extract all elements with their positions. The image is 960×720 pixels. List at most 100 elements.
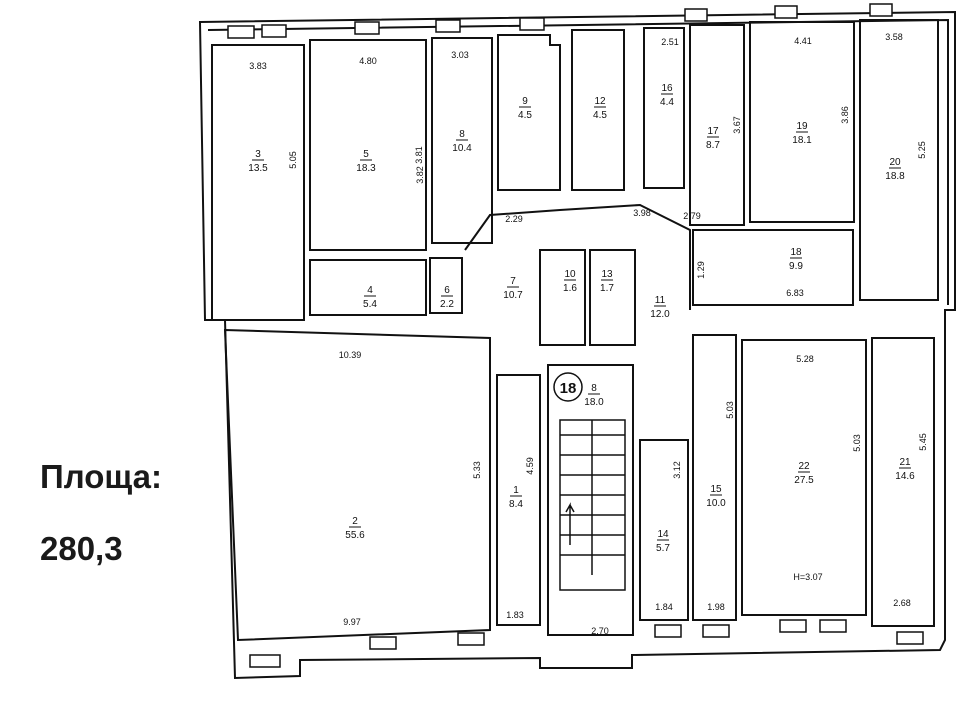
room-area: 18.1 (792, 135, 812, 146)
room-area: 18.8 (885, 171, 905, 182)
room-number: 22 (798, 461, 810, 472)
dimension-label: 6.83 (786, 288, 804, 298)
room-number: 17 (707, 126, 719, 137)
dimension-label: 3.98 (633, 208, 651, 218)
dimension-label: 5.33 (472, 461, 482, 479)
room-label-r12: 124.5 (593, 96, 607, 121)
room-area: 10.7 (503, 290, 523, 301)
room-number: 6 (444, 285, 450, 296)
room-number: 11 (655, 295, 666, 306)
room-area: 14.6 (895, 471, 915, 482)
room-area: 5.4 (363, 299, 377, 310)
room-label-r21: 21 14.6 (895, 457, 915, 482)
stair-marker-label: 18 (560, 380, 577, 397)
room-number: 9 (522, 96, 528, 107)
room-label-r9: 94.5 (518, 96, 532, 121)
room-label-r4: 45.4 (363, 285, 377, 310)
room-number: 20 (889, 157, 901, 168)
room-area: 27.5 (794, 475, 814, 486)
room-number: 1 (513, 485, 519, 496)
room-area: 1.7 (600, 283, 614, 294)
dimension-label: 5.25 (917, 141, 927, 159)
dimension-label: 3.03 (451, 50, 469, 60)
room-number: 10 (564, 269, 576, 280)
dimension-label: 3.86 (840, 106, 850, 124)
dimension-label: 3.83 (249, 61, 267, 71)
room-number: 3 (255, 149, 261, 160)
room-label-r14: 145.7 (656, 529, 670, 554)
room-label-r17: 178.7 (706, 126, 720, 151)
dimension-label: 2.68 (893, 598, 911, 608)
room-number: 7 (510, 276, 516, 287)
room-label-r5: 518.3 (356, 149, 376, 174)
room-number: 2 (352, 516, 358, 527)
room-area: 9.9 (789, 261, 803, 272)
dimension-label: 2.79 (683, 211, 701, 221)
room-number: 8 (459, 129, 465, 140)
room-area: 8.7 (706, 140, 720, 151)
room-label-r6: 62.2 (440, 285, 454, 310)
area-title: Площа: (40, 458, 162, 495)
dimension-label: 3.12 (672, 461, 682, 479)
dimension-label: 1.83 (506, 610, 524, 620)
room-area: 8.4 (509, 499, 523, 510)
room-area: 5.7 (656, 543, 670, 554)
dimension-label: 5.05 (288, 151, 298, 169)
room-label-r18: 189.9 (789, 247, 803, 272)
dimension-label: 4.80 (359, 56, 377, 66)
room-number: 14 (657, 529, 669, 540)
room-area: 12.0 (650, 309, 670, 320)
room-area: 4.5 (518, 110, 532, 121)
room-label-r11: 11 12.0 (650, 295, 670, 320)
room-label-r16: 164.4 (660, 83, 674, 108)
room-number: 13 (601, 269, 613, 280)
room-area: 10.4 (452, 143, 472, 154)
dimension-label: 5.03 (725, 401, 735, 419)
dimension-label: 3.81 (414, 146, 424, 164)
room-label-r3: 313.5 (248, 149, 268, 174)
room-number: 19 (796, 121, 808, 132)
room-area: 1.6 (563, 283, 577, 294)
room-label-r1: 18.4 (509, 485, 523, 510)
room-number: 12 (594, 96, 606, 107)
dimension-label: 5.45 (918, 433, 928, 451)
room-label-r15: 15 10.0 (706, 484, 726, 509)
wall-lines (198, 10, 956, 680)
dimension-label: 2.51 (661, 37, 679, 47)
dimension-label: 5.28 (796, 354, 814, 364)
dimension-label: 1.84 (655, 602, 673, 612)
room-number: 8 (591, 383, 597, 394)
room-label-r8: 810.4 (452, 129, 472, 154)
room-number: 5 (363, 149, 369, 160)
dimension-label: 2.70 (591, 626, 609, 636)
dimension-label: 10.39 (339, 350, 362, 360)
room-label-r10: 101.6 (563, 269, 577, 294)
dimension-label: H=3.07 (793, 572, 822, 582)
room-number: 4 (367, 285, 373, 296)
room-label-r8b: 818.0 (584, 383, 604, 408)
room-area: 2.2 (440, 299, 454, 310)
dimension-label: 1.98 (707, 602, 725, 612)
dimension-label: 2.29 (505, 214, 523, 224)
dimension-label: 1.29 (696, 261, 706, 279)
room-labels: 255.6313.545.4518.362.2710.7810.494.5101… (248, 83, 915, 554)
room-label-r7: 710.7 (503, 276, 523, 301)
room-number: 15 (710, 484, 722, 495)
room-area: 13.5 (248, 163, 268, 174)
dimension-label: 3.67 (732, 116, 742, 134)
room-label-r19: 19 18.1 (792, 121, 812, 146)
dimension-label: 4.59 (525, 457, 535, 475)
dimension-label: 3.82 (415, 166, 425, 184)
room-number: 21 (899, 457, 911, 468)
total-area-label: Площа: 280,3 (40, 455, 162, 571)
room-area: 4.4 (660, 97, 674, 108)
room-area: 10.0 (706, 498, 726, 509)
room-label-r20: 20 18.8 (885, 157, 905, 182)
windows (227, 3, 924, 668)
dimension-label: 9.97 (343, 617, 361, 627)
room-area: 4.5 (593, 110, 607, 121)
room-area: 18.0 (584, 397, 604, 408)
room-area: 18.3 (356, 163, 376, 174)
dimension-label: 3.58 (885, 32, 903, 42)
